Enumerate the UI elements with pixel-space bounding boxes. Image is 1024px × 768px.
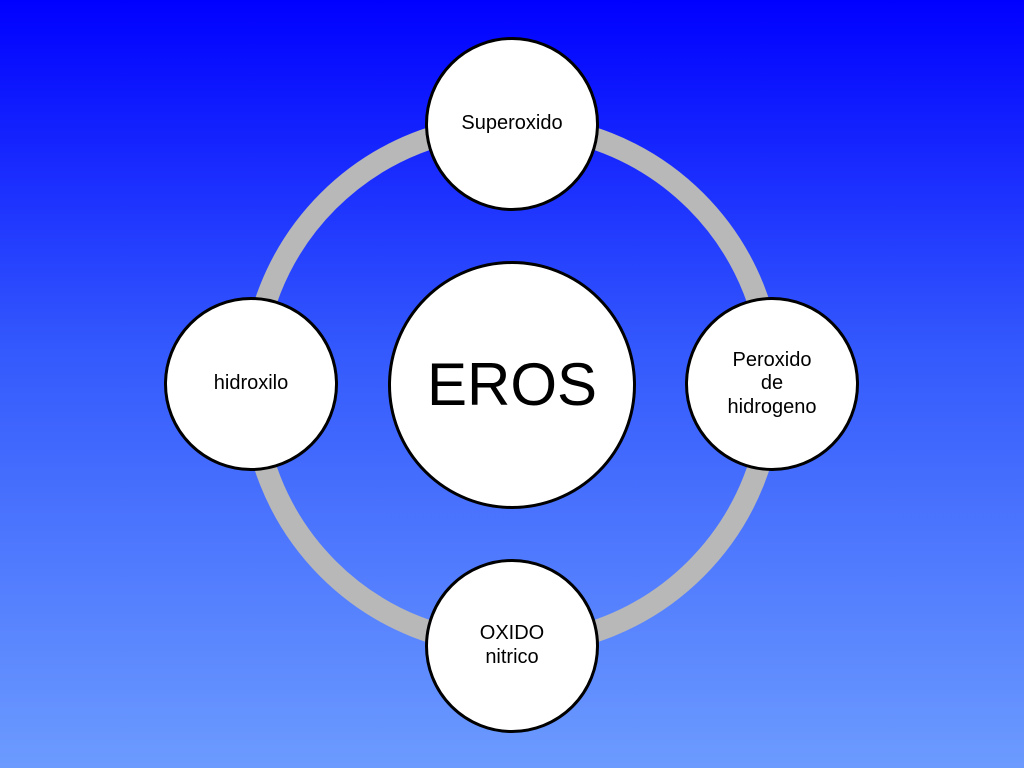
node-peroxido-de-hidrogeno: Peroxido de hidrogeno bbox=[685, 297, 859, 471]
center-label: EROS bbox=[426, 351, 598, 418]
node-oxido-nitrico: OXIDO nitrico bbox=[425, 559, 599, 733]
node-superoxido: Superoxido bbox=[425, 37, 599, 211]
center-node: EROS bbox=[388, 261, 636, 509]
node-label: Peroxido de hidrogeno bbox=[727, 348, 817, 418]
node-label: Superoxido bbox=[461, 112, 563, 135]
node-hidroxilo: hidroxilo bbox=[164, 297, 338, 471]
node-label: hidroxilo bbox=[213, 372, 289, 395]
node-label: OXIDO nitrico bbox=[479, 622, 545, 668]
